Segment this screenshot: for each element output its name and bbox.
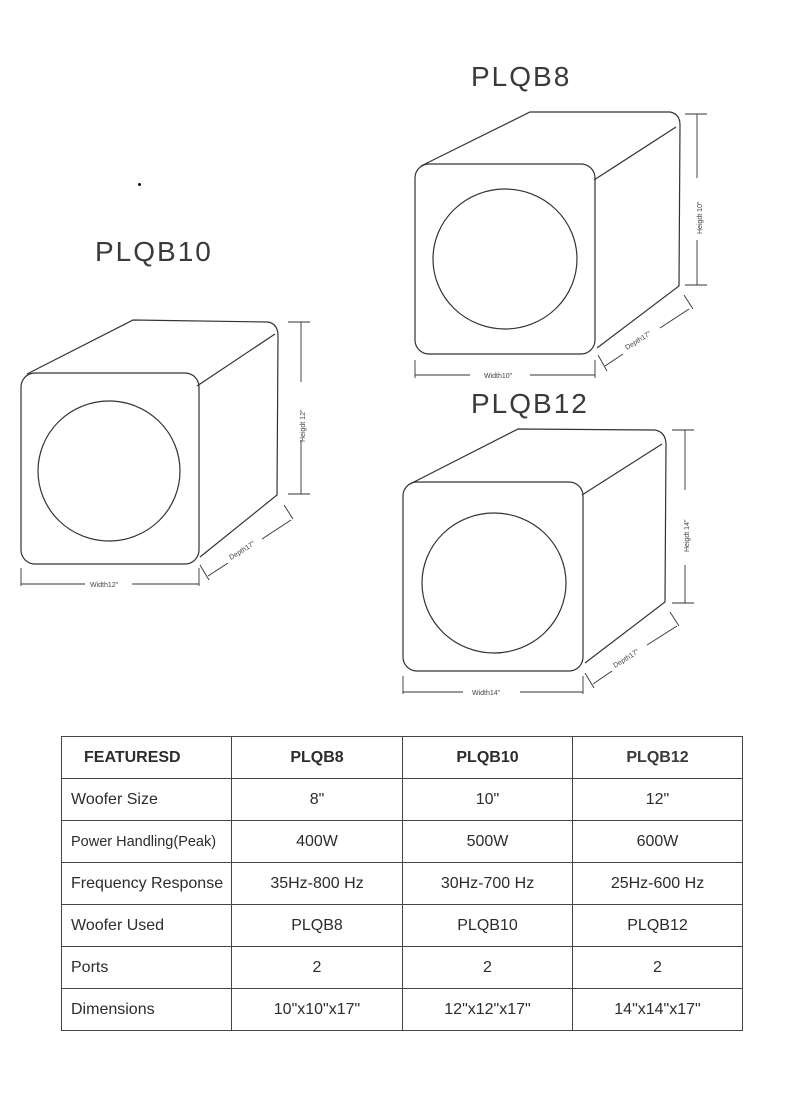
cell: 14"x14"x17" <box>572 988 743 1031</box>
woofer-circle-plqb12 <box>421 512 567 654</box>
height-label-plqb10: Heigdt 12" <box>300 409 307 442</box>
table-row: Ports 2 2 2 <box>61 946 743 989</box>
depth-label-plqb10: Depth17" <box>228 540 257 562</box>
stray-dot <box>138 183 141 186</box>
cell: PLQB10 <box>402 904 573 947</box>
header-plqb10: PLQB10 <box>402 736 573 779</box>
woofer-circle-plqb8 <box>432 188 578 330</box>
header-plqb8: PLQB8 <box>231 736 403 779</box>
cell: PLQB12 <box>572 904 743 947</box>
cell: 400W <box>231 820 403 863</box>
table-row: Frequency Response 35Hz-800 Hz 30Hz-700 … <box>61 862 743 905</box>
cell: 2 <box>231 946 403 989</box>
cell: 35Hz-800 Hz <box>231 862 403 905</box>
row-label: Woofer Used <box>61 904 232 947</box>
header-plqb12: PLQB12 <box>572 736 743 779</box>
row-label: Dimensions <box>61 988 232 1031</box>
cell: PLQB8 <box>231 904 403 947</box>
depth-label-plqb8: Depth17" <box>624 330 653 352</box>
cell: 10" <box>402 778 573 821</box>
cell: 10"x10"x17" <box>231 988 403 1031</box>
cell: 8" <box>231 778 403 821</box>
width-label-plqb8: Width10" <box>484 373 513 380</box>
cell: 600W <box>572 820 743 863</box>
row-label: Frequency Response <box>61 862 232 905</box>
width-label-plqb10: Width12" <box>90 582 119 589</box>
row-label: Power Handling(Peak) <box>61 820 232 863</box>
cell: 2 <box>572 946 743 989</box>
table-row: Power Handling(Peak) 400W 500W 600W <box>61 820 743 863</box>
cell: 30Hz-700 Hz <box>402 862 573 905</box>
enclosure-drawing-plqb12 <box>402 428 694 694</box>
width-label-plqb12: Width14" <box>472 690 501 697</box>
enclosure-drawing-plqb10 <box>20 319 310 586</box>
enclosure-drawing-plqb8 <box>414 111 707 378</box>
table-row: Dimensions 10"x10"x17" 12"x12"x17" 14"x1… <box>61 988 743 1031</box>
row-label: Ports <box>61 946 232 989</box>
table-row: Woofer Size 8" 10" 12" <box>61 778 743 821</box>
product-title-plqb8: PLQB8 <box>471 61 572 92</box>
cell: 12"x12"x17" <box>402 988 573 1031</box>
spec-table: FEATURESD PLQB8 PLQB10 PLQB12 Woofer Siz… <box>61 736 743 1031</box>
cell: 2 <box>402 946 573 989</box>
table-header-row: FEATURESD PLQB8 PLQB10 PLQB12 <box>61 736 743 779</box>
depth-label-plqb12: Depth17" <box>612 648 641 670</box>
product-title-plqb12: PLQB12 <box>471 388 589 419</box>
cell: 25Hz-600 Hz <box>572 862 743 905</box>
product-title-plqb10: PLQB10 <box>95 236 213 267</box>
height-label-plqb12: Heigdt 14" <box>684 519 691 552</box>
enclosure-drawings: Heigdt 10" Width10" Depth17" Heigdt 12" … <box>20 111 707 697</box>
table-row: Woofer Used PLQB8 PLQB10 PLQB12 <box>61 904 743 947</box>
woofer-circle-plqb10 <box>37 400 181 542</box>
header-features: FEATURESD <box>61 736 232 779</box>
row-label: Woofer Size <box>61 778 232 821</box>
height-label-plqb8: Heigdt 10" <box>697 201 704 234</box>
cell: 500W <box>402 820 573 863</box>
cell: 12" <box>572 778 743 821</box>
